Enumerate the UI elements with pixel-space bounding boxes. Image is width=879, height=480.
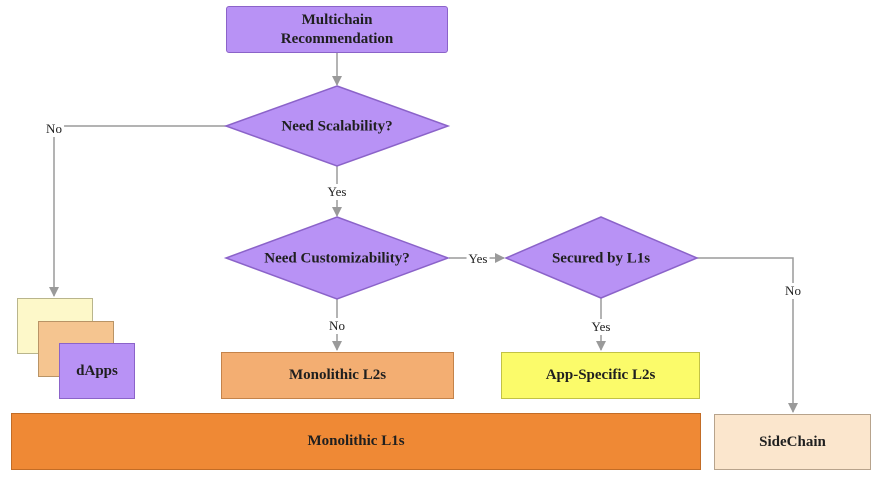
secured-label: Secured by L1s [551,250,651,267]
edge-label-customizability-no: No [327,318,347,334]
decision-secured [504,216,699,299]
dapps-node: dApps [59,343,135,399]
edge-label-customizability-yes: Yes [466,251,490,267]
start-node: Multichain Recommendation [226,6,448,53]
app-specific-l2s-node: App-Specific L2s [501,352,700,399]
scalability-label: Need Scalability? [281,118,393,135]
sidechain-node: SideChain [714,414,871,470]
customizability-label: Need Customizability? [264,250,410,267]
monolithic-l1s-node: Monolithic L1s [11,413,701,470]
edge-label-scalability-yes: Yes [325,184,349,200]
edge-label-scalability-no: No [44,121,64,137]
edge-secured-no [697,257,798,413]
decision-customizability [223,216,451,300]
monolithic-l2s-node: Monolithic L2s [221,352,454,399]
edge-label-secured-yes: Yes [589,319,613,335]
edge-label-secured-no: No [783,283,803,299]
decision-scalability [223,85,451,167]
edge-scalability-no [49,125,227,297]
